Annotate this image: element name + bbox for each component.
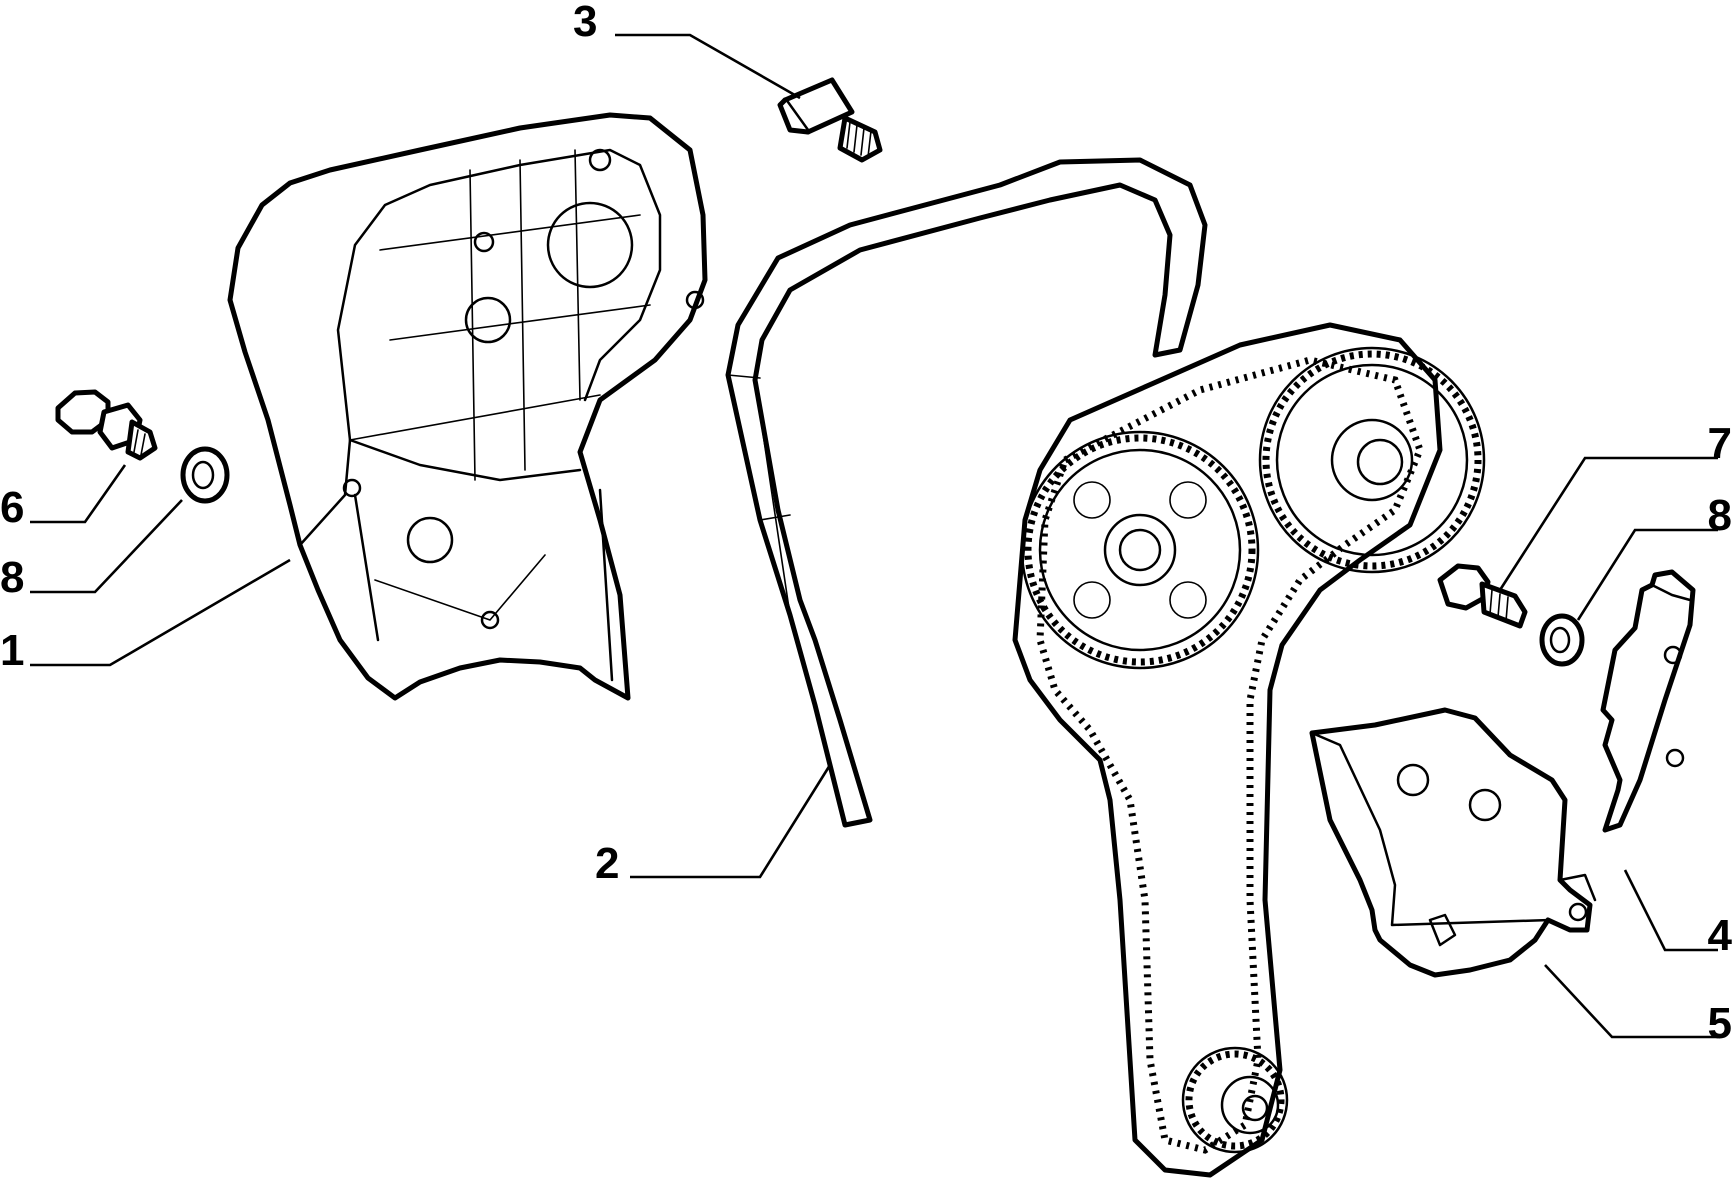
callout-3: 3 xyxy=(573,0,597,46)
callout-7: 7 xyxy=(1708,419,1732,468)
crankshaft-gear xyxy=(1181,1046,1289,1154)
camshaft-pulley-right xyxy=(1258,346,1486,574)
callout-6: 6 xyxy=(0,483,24,532)
leader-8a xyxy=(30,499,183,594)
leader-2 xyxy=(630,764,832,879)
callout-labels: 1 2 3 4 5 6 7 8 8 xyxy=(0,0,1733,1048)
callout-2: 2 xyxy=(595,839,619,888)
front-timing-cover xyxy=(227,112,708,701)
leader-7 xyxy=(1498,456,1718,591)
leader-lines xyxy=(30,33,1718,1039)
spacer-stud xyxy=(777,77,883,163)
callout-8-left: 8 xyxy=(0,553,24,602)
washer-right xyxy=(1539,613,1585,667)
callout-1: 1 xyxy=(0,626,24,675)
leader-5 xyxy=(1544,964,1718,1039)
leader-3 xyxy=(615,33,801,100)
leader-8b xyxy=(1576,528,1718,621)
callout-4: 4 xyxy=(1708,911,1733,960)
lower-timing-cover xyxy=(1309,707,1597,978)
leader-4 xyxy=(1623,869,1718,952)
callout-8-right: 8 xyxy=(1708,491,1732,540)
washer-left xyxy=(180,446,230,504)
leader-6 xyxy=(30,464,127,524)
cover-bracket xyxy=(1600,569,1696,833)
cover-bolt xyxy=(1437,563,1528,629)
camshaft-pulley-left xyxy=(1020,430,1260,670)
cover-seal-strip xyxy=(725,157,1208,828)
callout-5: 5 xyxy=(1708,999,1732,1048)
timing-belt-assembly xyxy=(1012,322,1486,1178)
leader-1 xyxy=(30,558,291,667)
flanged-bolt-assembly xyxy=(55,389,158,461)
